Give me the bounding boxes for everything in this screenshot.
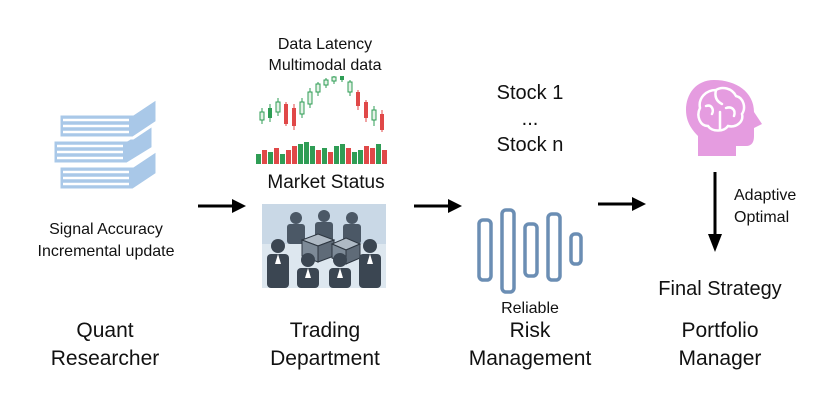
stock-n-label: Stock n xyxy=(496,134,564,156)
stock-ellipsis-label: ... xyxy=(521,108,539,130)
arrow-right-icon xyxy=(198,199,246,213)
candlestick-chart-icon xyxy=(256,76,387,164)
quant-role-label: Quant xyxy=(76,319,134,342)
arrow-right-icon xyxy=(598,197,646,211)
arrow-down-icon xyxy=(708,172,722,252)
signal-accuracy-label: Signal Accuracy xyxy=(49,221,163,238)
waveform-bars-icon xyxy=(477,208,583,294)
stock-1-label: Stock 1 xyxy=(496,82,564,104)
trading-role-label: Trading xyxy=(289,319,361,342)
data-latency-label: Data Latency xyxy=(277,36,373,53)
brain-head-icon xyxy=(686,80,762,156)
department-role-label: Department xyxy=(270,347,380,370)
multimodal-data-label: Multimodal data xyxy=(268,57,382,74)
final-strategy-label: Final Strategy xyxy=(658,278,782,300)
incremental-update-label: Incremental update xyxy=(37,243,175,260)
management-role-label: Management xyxy=(468,347,592,370)
market-status-label: Market Status xyxy=(267,172,385,193)
reliable-label: Reliable xyxy=(501,300,559,317)
risk-role-label: Risk xyxy=(509,319,551,342)
optimal-label: Optimal xyxy=(734,209,790,226)
business-team-icon xyxy=(262,204,386,288)
book-stack-icon xyxy=(51,96,159,192)
adaptive-label: Adaptive xyxy=(734,187,797,204)
portfolio-role-label: Portfolio xyxy=(681,319,759,342)
arrow-right-icon xyxy=(414,199,462,213)
manager-role-label: Manager xyxy=(678,347,762,370)
researcher-role-label: Researcher xyxy=(50,347,160,370)
